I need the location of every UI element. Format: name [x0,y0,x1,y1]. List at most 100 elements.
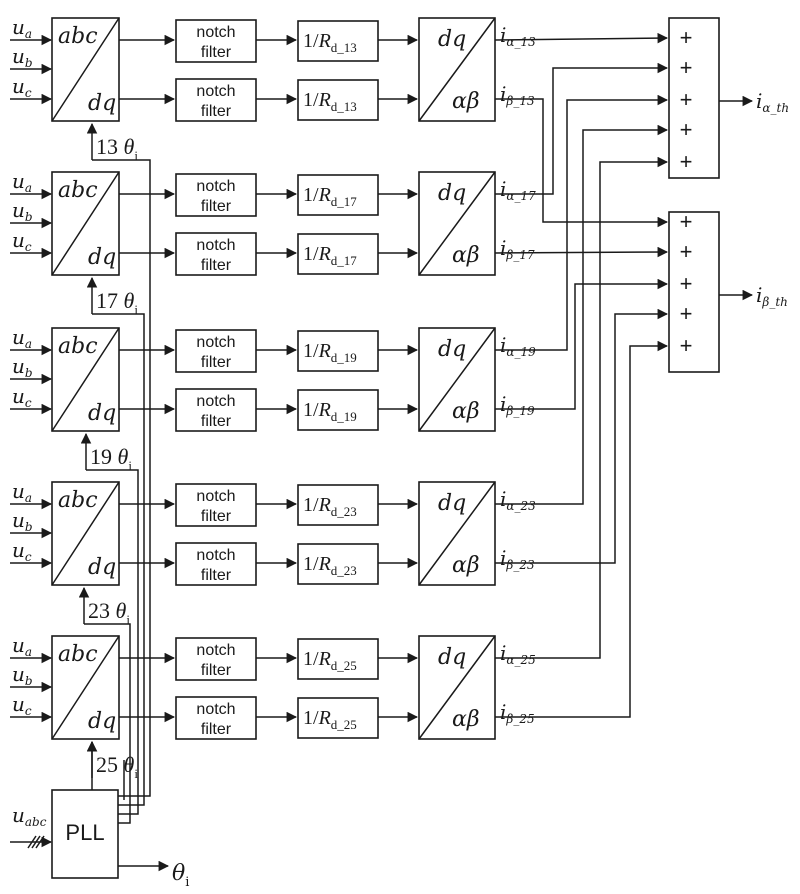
notch-filter-label: notch [196,393,235,410]
gain-label-h13: 1/Rd_13 [303,89,357,114]
alpha-route-h23 [495,124,669,505]
alpha-route-h19 [495,94,669,351]
notch-filter-block-h19 [175,388,257,432]
output-label-i-alpha-h23: iα_23 [500,487,536,513]
gain-block-h25 [297,697,379,739]
beta-route-h23 [495,308,669,564]
gain-label-h17: 1/Rd_17 [303,184,357,209]
park-label-abc: abc [58,334,98,359]
notch-filter-label: filter [201,567,232,584]
notch-filter-block-h23 [175,483,257,527]
park-label-abc: abc [58,178,98,203]
park-label-abc: abc [58,642,98,667]
output-label-i-alpha-h25: iα_25 [500,641,536,667]
notch-filter-block-h13 [175,78,257,122]
notch-filter-label: filter [201,44,232,61]
beta-route-h25 [495,340,669,718]
notch-filter-block-h17 [175,173,257,217]
park-diagonal-h17 [51,171,120,276]
theta-label-h19: 19 θi [90,444,132,473]
park-diagonal-h23 [51,481,120,586]
gain-block-h17 [297,233,379,275]
notch-filter-label: notch [196,237,235,254]
gain-block-h19 [297,330,379,372]
alpha-route-h17 [495,62,669,195]
gain-block-h23 [297,543,379,585]
inverse-park-diagonal-h19 [418,327,496,432]
input-label-ub: ub [12,354,33,380]
pll-output-label: θi [172,861,189,890]
theta-label-h25: 25 θi [96,752,138,781]
summer-output-label-alpha: iα_th [756,89,789,115]
gain-label-h25: 1/Rd_25 [303,707,357,732]
plus-sign-alpha: + [680,55,693,80]
output-label-i-beta-h17: iβ_17 [500,236,535,262]
gain-label-h25: 1/Rd_25 [303,648,357,673]
theta-label-h13: 13 θi [96,134,138,163]
plus-sign-beta: + [680,209,693,234]
invpark-label-alphabeta: αβ [452,707,480,732]
notch-filter-block-h17 [175,232,257,276]
notch-filter-label: filter [201,198,232,215]
notch-filter-label: notch [196,83,235,100]
plus-sign-beta: + [680,239,693,264]
gain-block-h25 [297,638,379,680]
park-label-dq: dq [88,91,116,116]
input-label-ub: ub [12,198,33,224]
blocks [27,17,720,879]
park-label-abc: abc [58,24,98,49]
output-label-i-beta-h23: iβ_23 [500,546,535,572]
input-label-ua: ua [12,169,32,195]
output-label-i-alpha-h17: iα_17 [500,177,536,203]
gain-label-h19: 1/Rd_19 [303,399,357,424]
notch-filter-label: notch [196,547,235,564]
park-label-dq: dq [88,555,116,580]
park-label-dq: dq [88,245,116,270]
summer-output-label-beta: iβ_th [756,283,788,309]
invpark-label-alphabeta: αβ [452,243,480,268]
beta-route-h13 [495,98,669,228]
plus-sign-beta: + [680,271,693,296]
notch-filter-label: notch [196,24,235,41]
notch-filter-label: filter [201,508,232,525]
input-label-ub: ub [12,508,33,534]
output-label-i-beta-h19: iβ_19 [500,392,535,418]
summer-block-beta [668,211,720,373]
input-label-ua: ua [12,15,32,41]
pll-label: PLL [65,820,104,845]
beta-route-h17 [494,246,669,258]
input-label-uc: uc [12,228,32,254]
connection-wires [10,32,754,872]
output-label-i-beta-h25: iβ_25 [500,700,535,726]
inverse-park-diagonal-h17 [418,171,496,276]
pll-input-multiphase-mark [27,835,37,849]
park-label-dq: dq [88,709,116,734]
gain-label-h13: 1/Rd_13 [303,30,357,55]
pll-input-multiphase-mark [31,835,41,849]
gain-label-h23: 1/Rd_23 [303,494,357,519]
pll-theta-bus-h13 [92,159,151,797]
gain-block-h19 [297,389,379,431]
pll-input-label: uabc [12,803,47,829]
plus-sign-alpha: + [680,149,693,174]
gain-label-h23: 1/Rd_23 [303,553,357,578]
inverse-park-diagonal-h25 [418,635,496,740]
park-label-dq: dq [88,401,116,426]
input-label-uc: uc [12,384,32,410]
input-label-ua: ua [12,633,32,659]
notch-filter-label: filter [201,103,232,120]
notch-filter-label: filter [201,721,232,738]
input-label-ub: ub [12,44,33,70]
input-label-ub: ub [12,662,33,688]
notch-filter-label: filter [201,662,232,679]
plus-sign-alpha: + [680,117,693,142]
alpha-route-h25 [495,156,669,659]
inverse-park-diagonal-h23 [418,481,496,586]
gain-block-h23 [297,484,379,526]
notch-filter-label: notch [196,488,235,505]
plus-sign-alpha: + [680,25,693,50]
pll-input-multiphase-mark [35,835,45,849]
gain-block-h17 [297,174,379,216]
gain-label-h17: 1/Rd_17 [303,243,357,268]
